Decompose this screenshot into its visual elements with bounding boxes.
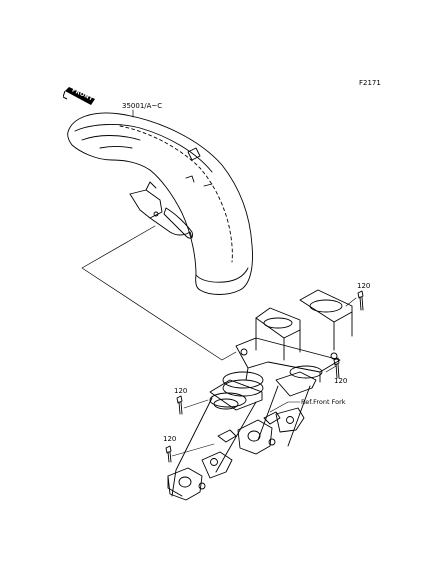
bolt-c-leader — [183, 399, 209, 409]
front-arrow-icon — [63, 87, 95, 105]
front-fender — [67, 112, 253, 295]
bolt-120-d — [165, 445, 172, 463]
bolt-d-leader — [171, 443, 215, 457]
front-fork — [167, 289, 353, 501]
part-number-bolt-d: 120 — [163, 435, 177, 443]
bolt-120-b — [333, 357, 340, 379]
part-number-fender: 35001/A~C — [122, 102, 163, 110]
ref-front-fork-leader — [269, 401, 301, 413]
figure-code: F2171 — [359, 79, 381, 87]
bolt-120-a — [357, 290, 364, 311]
part-number-bolt-b: 120 — [334, 377, 348, 385]
bolt-b-leader — [325, 365, 337, 373]
part-number-bolt-a: 120 — [357, 282, 371, 290]
front-direction-badge: FRONT — [63, 85, 97, 107]
bolt-120-c — [176, 395, 183, 415]
bolt-a-leader — [345, 297, 357, 307]
part-number-bolt-c: 120 — [174, 387, 188, 395]
fender-leader-line — [81, 225, 237, 361]
reference-front-fork: Ref.Front Fork — [301, 398, 346, 406]
